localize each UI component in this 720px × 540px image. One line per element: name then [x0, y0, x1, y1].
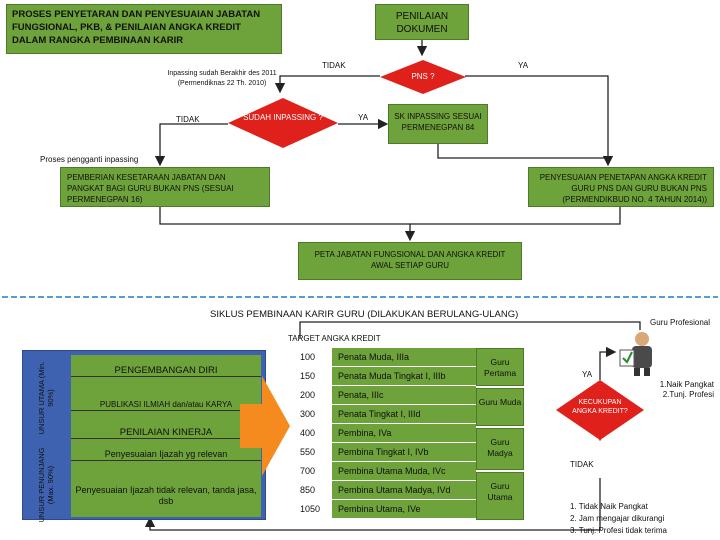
guru-level-box: Guru Madya: [476, 428, 524, 470]
naik-pangkat-note: 1.Naik Pangkat 2.Tunj. Profesi: [659, 380, 714, 399]
label-ya-top: YA: [518, 61, 529, 70]
pns-question-text: PNS ?: [411, 72, 435, 81]
rank-value: Pembina Utama Muda, IVc: [332, 462, 476, 480]
teacher-icon: [619, 332, 652, 376]
sudah-inpassing-text: SUDAH INPASSING ?: [243, 113, 323, 122]
credit-value: 1050: [290, 500, 332, 518]
rank-value: Penata Muda, IIIa: [332, 348, 476, 366]
label-tidak-top: TIDAK: [322, 61, 346, 70]
unsur-inner: PENGEMBANGAN DIRI PUBLIKASI ILMIAH dan/a…: [71, 355, 261, 517]
teacher-figure: [618, 330, 666, 376]
unsur-penunjang-text: UNSUR PENUNJANG (Max. 90%): [37, 447, 55, 523]
kecukupan-diamond-shape: [556, 380, 644, 440]
rank-value: Pembina Utama Madya, IVd: [332, 481, 476, 499]
credit-value: 200: [290, 386, 332, 404]
inpassing-note: Inpassing sudah Berakhir des 2011 (Perme…: [167, 70, 277, 87]
pemberian-kesetaraan-box: PEMBERIAN KESETARAAN JABATAN DAN PANGKAT…: [60, 167, 270, 207]
pns-diamond-shape: [380, 60, 466, 94]
proses-pengganti-label: Proses pengganti inpassing: [40, 155, 139, 164]
penilaian-dokumen-box: PENILAIAN DOKUMEN: [375, 4, 469, 40]
rank-value: Penata Muda Tingkat I, IIIb: [332, 367, 476, 385]
credit-value: 100: [290, 348, 332, 366]
credit-value: 550: [290, 443, 332, 461]
credit-value: 300: [290, 405, 332, 423]
rank-value: Pembina, IVa: [332, 424, 476, 442]
unsur-penunjang-label: UNSUR PENUNJANG (Max. 90%): [23, 446, 69, 523]
sk-inpassing-box: SK INPASSING SESUAI PERMENEGPAN 84: [388, 104, 488, 144]
credit-value: 150: [290, 367, 332, 385]
kecukupan-text: KECUKUPAN ANGKA KREDIT?: [572, 399, 628, 415]
sudah-diamond-shape: [228, 98, 338, 148]
label-ya-mid: YA: [358, 113, 369, 122]
rank-value: Pembina Tingkat I, IVb: [332, 443, 476, 461]
guru-level-box: Guru Utama: [476, 472, 524, 520]
guru-profesional-label: Guru Profesional: [650, 318, 711, 327]
label-tidak-right: TIDAK: [570, 460, 594, 469]
label-tidak-left: TIDAK: [176, 115, 200, 124]
process-title-box: PROSES PENYETARAN DAN PENYESUAIAN JABATA…: [6, 4, 282, 54]
rank-value: Pembina Utama, IVe: [332, 500, 476, 518]
guru-level-box: Guru Muda: [476, 388, 524, 426]
consequence-note-1: 1. Tidak Naik Pangkat: [570, 502, 648, 511]
publikasi-ilmiah-item: PUBLIKASI ILMIAH dan/atau KARYA: [71, 399, 261, 411]
unsur-utama-label: UNSUR UTAMA (Min. 90%): [23, 351, 69, 443]
ijazah-tidak-relevan-item: Penyesuaian Ijazah tidak relevan, tanda …: [75, 485, 257, 506]
ijazah-relevan-item: Penyesuaian Ijazah yg relevan: [71, 449, 261, 461]
peta-jabatan-box: PETA JABATAN FUNGSIONAL DAN ANGKA KREDIT…: [298, 242, 522, 280]
unsur-panel: UNSUR UTAMA (Min. 90%) UNSUR PENUNJANG (…: [22, 350, 266, 523]
rank-value: Penata, IIIc: [332, 386, 476, 404]
kecukupan-decision: KECUKUPAN ANGKA KREDIT?: [556, 380, 644, 440]
target-angka-kredit-label: TARGET ANGKA KREDIT: [288, 334, 381, 343]
penyesuaian-angka-kredit-box: PENYESUAIAN PENETAPAN ANGKA KREDIT GURU …: [528, 167, 714, 207]
label-ya-right: YA: [582, 370, 593, 379]
guru-level-box: Guru Pertama: [476, 348, 524, 386]
credit-value: 850: [290, 481, 332, 499]
pengembangan-diri-item: PENGEMBANGAN DIRI: [71, 365, 261, 377]
sudah-inpassing-decision: SUDAH INPASSING ?: [228, 98, 338, 148]
pns-decision: PNS ?: [380, 60, 466, 94]
consequence-note-2: 2. Jam mengajar dikurangi: [570, 514, 665, 523]
rank-value: Penata Tingkat I, IIId: [332, 405, 476, 423]
penilaian-kinerja-item: PENILAIAN KINERJA: [71, 427, 261, 439]
credit-value: 400: [290, 424, 332, 442]
credit-value: 700: [290, 462, 332, 480]
orange-arrow: [240, 376, 290, 476]
cycle-title: SIKLUS PEMBINAAN KARIR GURU (DILAKUKAN B…: [210, 309, 519, 320]
unsur-utama-text: UNSUR UTAMA (Min. 90%): [37, 361, 55, 435]
consequence-note-3: 3. Tunj. Profesi tidak terima: [570, 526, 667, 535]
